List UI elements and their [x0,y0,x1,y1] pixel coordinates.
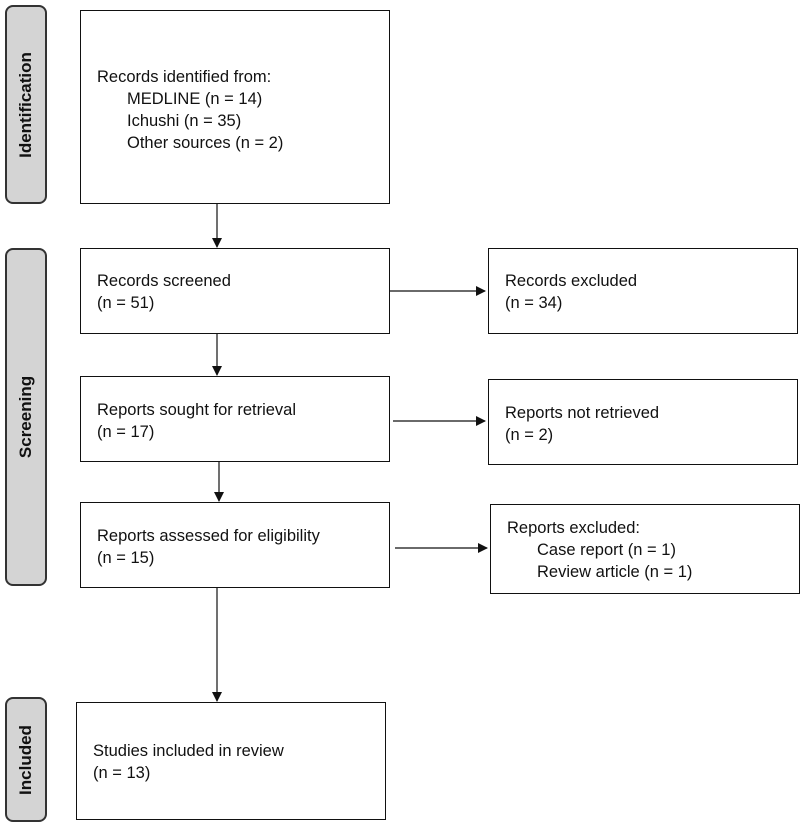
identification-heading: Records identified from: [97,68,272,86]
reason-case-report: Case report (n = 1) [537,541,676,559]
reports-assessed-label: Reports assessed for eligibility [97,527,320,545]
source-medline: MEDLINE (n = 14) [127,90,263,108]
records-excluded-count: (n = 34) [505,294,563,312]
reports-assessed-count: (n = 15) [97,549,155,567]
reports-not-retrieved-label: Reports not retrieved [505,404,660,422]
studies-included-label: Studies included in review [93,742,284,760]
records-excluded-label: Records excluded [505,272,638,290]
phase-screening-label: Screening [16,375,35,459]
reason-review-article: Review article (n = 1) [537,563,693,581]
reports-not-retrieved-count: (n = 2) [505,426,554,444]
records-excluded-box: Records excluded (n = 34) [488,248,798,334]
phase-screening: Screening [5,248,47,586]
records-screened-label: Records screened [97,272,231,290]
phase-identification: Identification [5,5,47,204]
phase-included: Included [5,697,47,822]
reports-sought-label: Reports sought for retrieval [97,401,297,419]
records-screened-box: Records screened (n = 51) [80,248,390,334]
reports-excluded-heading: Reports excluded: [507,519,640,537]
records-screened-count: (n = 51) [97,294,155,312]
reports-sought-count: (n = 17) [97,423,155,441]
identification-box: Records identified from: MEDLINE (n = 14… [80,10,390,204]
studies-included-count: (n = 13) [93,764,151,782]
reports-assessed-box: Reports assessed for eligibility (n = 15… [80,502,390,588]
reports-not-retrieved-box: Reports not retrieved (n = 2) [488,379,798,465]
phase-identification-label: Identification [16,51,35,158]
reports-sought-box: Reports sought for retrieval (n = 17) [80,376,390,462]
phase-included-label: Included [16,724,35,795]
reports-excluded-box: Reports excluded: Case report (n = 1) Re… [490,504,800,594]
studies-included-box: Studies included in review (n = 13) [76,702,386,820]
source-other: Other sources (n = 2) [127,134,284,152]
source-ichushi: Ichushi (n = 35) [127,112,242,130]
